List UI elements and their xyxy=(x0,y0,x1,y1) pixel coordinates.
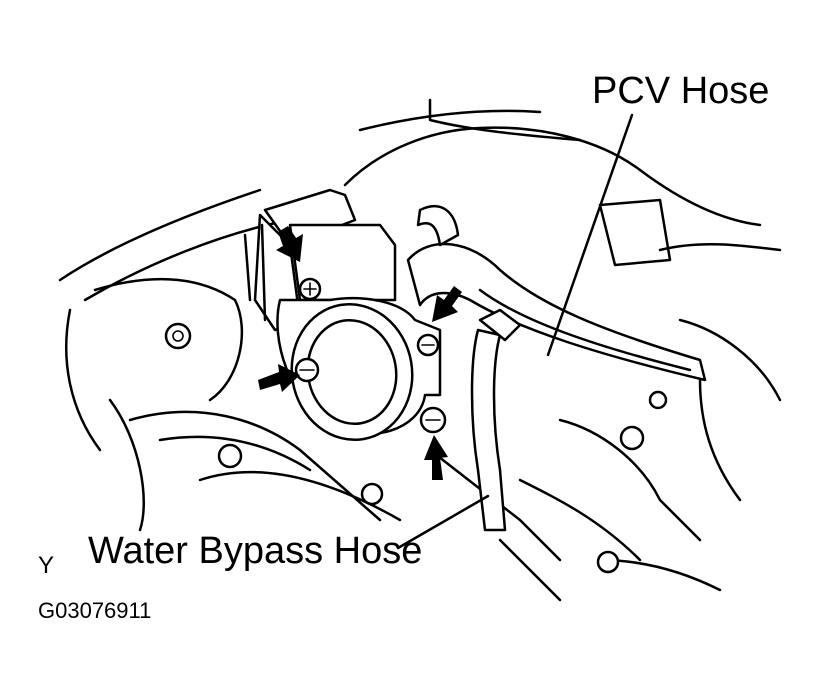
arrow-icon xyxy=(424,435,448,480)
water-bypass-hose-label: Water Bypass Hose xyxy=(88,530,423,572)
arrow-icon xyxy=(432,286,462,322)
view-marker: Y xyxy=(38,552,55,579)
arrow-icon xyxy=(258,364,300,392)
arrow-icon xyxy=(276,226,303,262)
pcv-hose-label: PCV Hose xyxy=(592,70,770,112)
throttle-body xyxy=(243,188,447,442)
background-bolts xyxy=(164,322,668,574)
pcv-hose xyxy=(406,204,707,382)
figure-code: G03076911 xyxy=(38,598,152,623)
engine-background xyxy=(58,98,782,602)
pcv-leader-line xyxy=(546,113,634,357)
water-bypass-hose xyxy=(470,308,522,532)
water-bypass-leader-line xyxy=(396,494,490,550)
